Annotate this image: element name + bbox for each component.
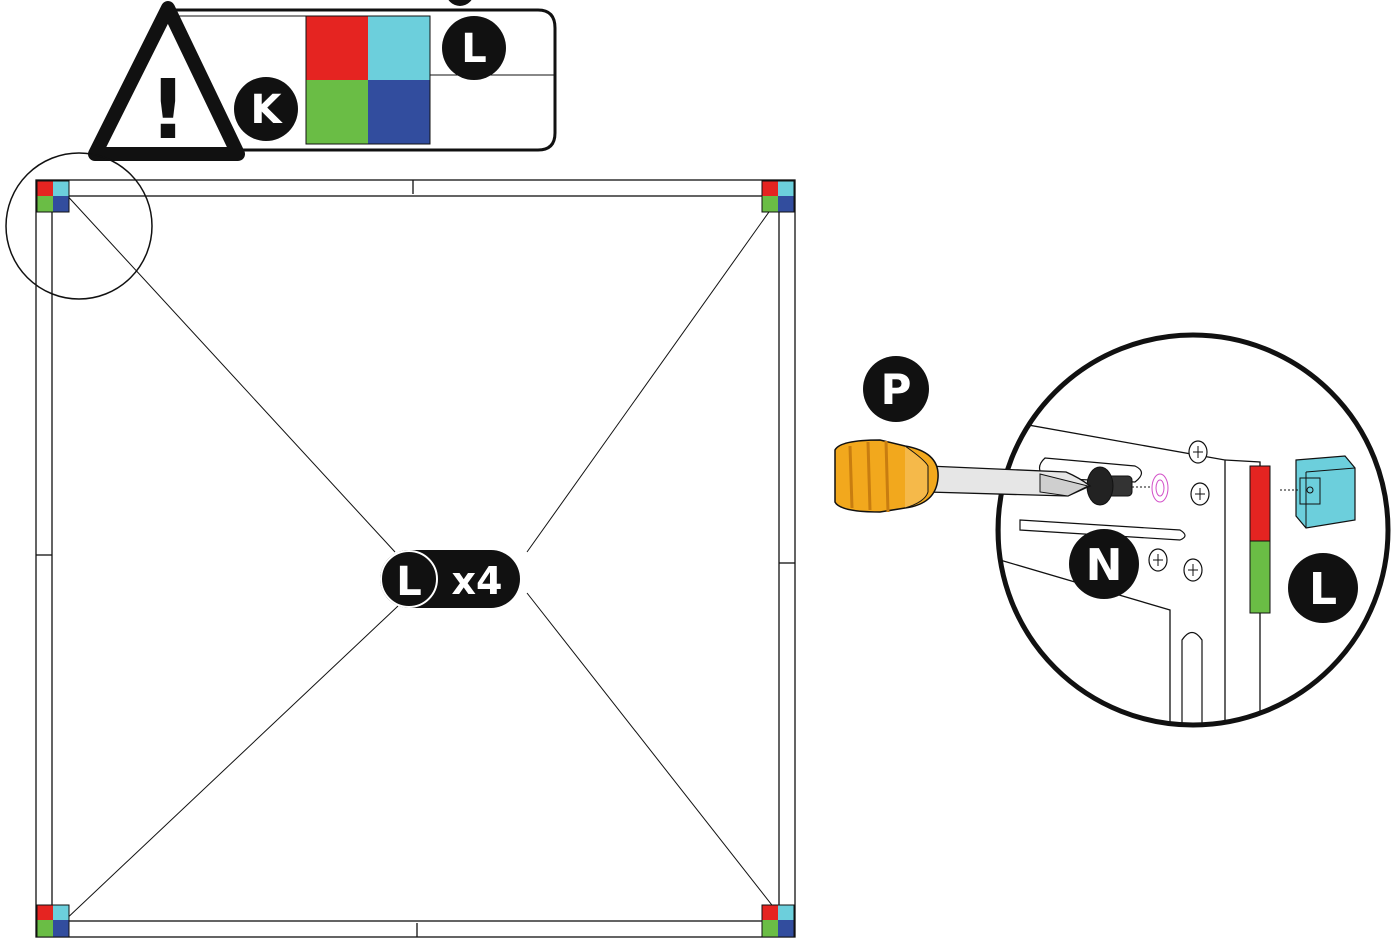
cyan-connector-block [1280, 455, 1356, 529]
frame-outline [35, 179, 796, 938]
badge-l-detail: L [1288, 553, 1358, 623]
badge-p: P [863, 356, 929, 422]
corner-connector-bottom-right [761, 904, 795, 938]
tab-green [1249, 540, 1271, 614]
badge-p-label: P [881, 365, 912, 414]
badge-l-detail-label: L [1309, 564, 1337, 615]
legend-green-square [306, 80, 368, 144]
center-badge-letter: L [396, 559, 422, 605]
partial-badge [448, 0, 472, 6]
screwdriver-icon [834, 439, 1092, 513]
badge-k: K [234, 77, 298, 141]
legend-cyan-square [368, 16, 430, 80]
legend-blue-square [368, 80, 430, 144]
warning-panel: ! K L [88, 0, 557, 161]
badge-n-label: N [1086, 540, 1123, 591]
center-quantity-badge: L x4 [380, 550, 520, 608]
corner-connector-top-left [36, 180, 70, 213]
bolt-pin [1086, 466, 1133, 506]
corner-connector-bottom-left [36, 904, 70, 938]
corner-connector-top-right [761, 180, 795, 213]
center-badge-qty: x4 [452, 559, 503, 603]
badge-l-top-label: L [461, 26, 487, 72]
zoom-indicator-circle [5, 152, 153, 300]
badge-k-label: K [251, 87, 284, 133]
badge-n: N [1069, 529, 1139, 599]
warning-triangle-icon: ! [88, 1, 245, 161]
color-legend [172, 15, 555, 145]
target-hole-marker [1132, 473, 1169, 503]
tab-red [1249, 465, 1271, 542]
warning-mark: ! [149, 63, 186, 158]
detail-view [995, 332, 1391, 728]
frame-diagonals [61, 187, 787, 924]
badge-l-top: L [442, 16, 506, 80]
legend-red-square [306, 16, 368, 80]
